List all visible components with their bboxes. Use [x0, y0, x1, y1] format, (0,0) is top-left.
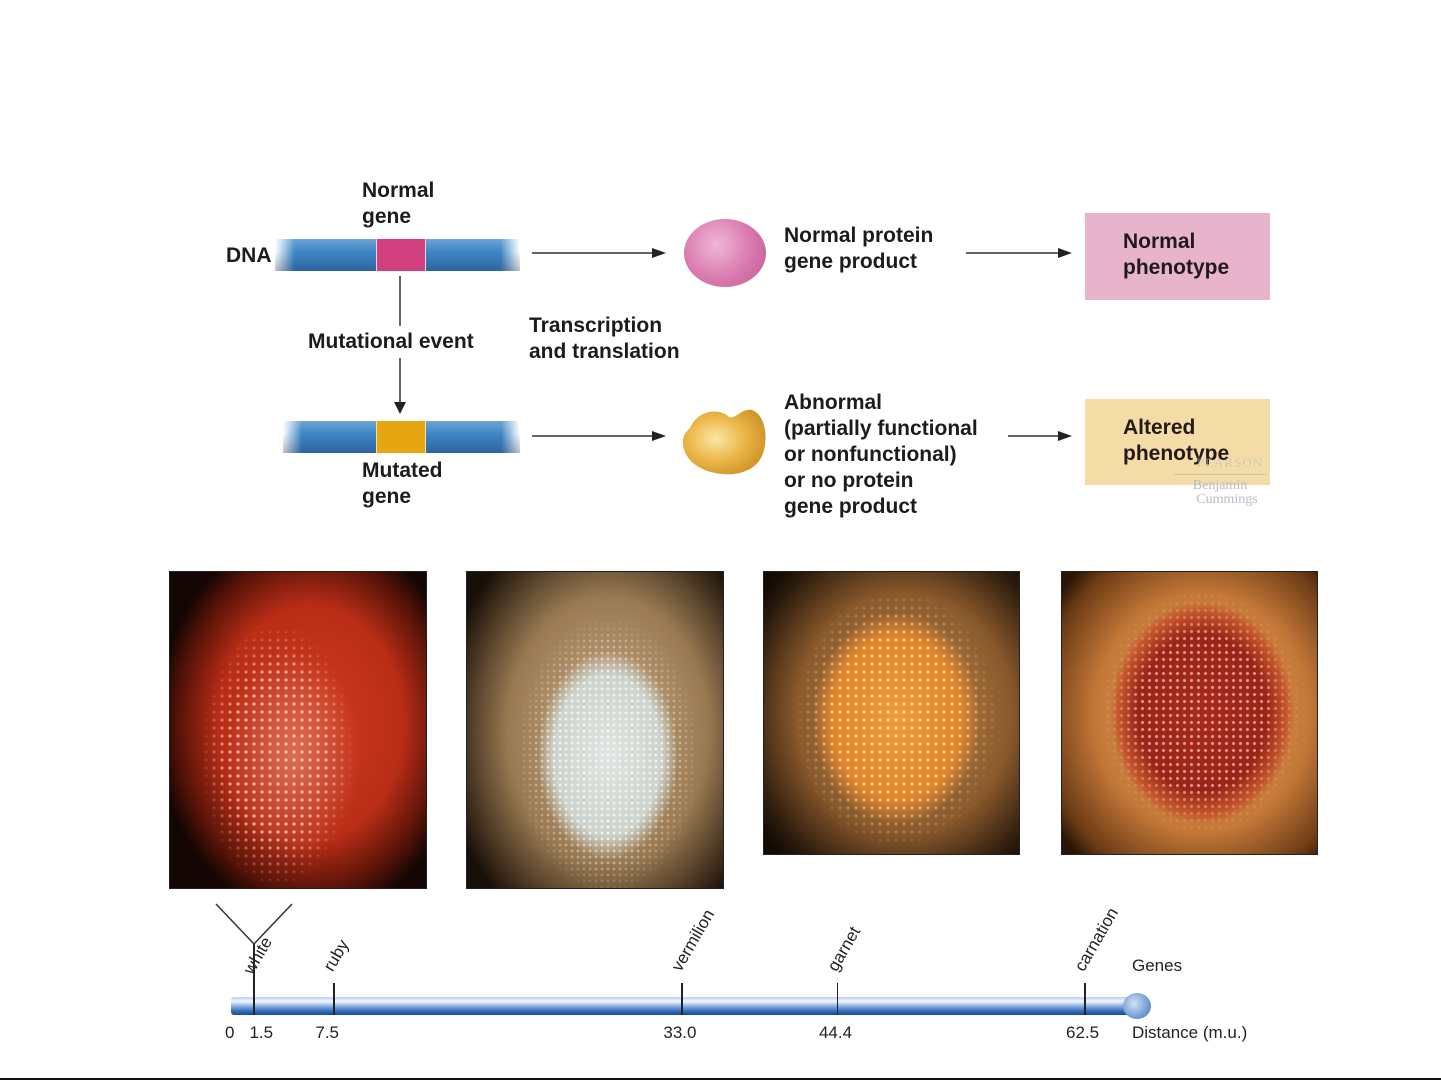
- slide-bottom-border: [0, 1078, 1441, 1080]
- abnormal-protein-label: Abnormal (partially functional or nonfun…: [784, 390, 978, 520]
- distance-label-ruby: 7.5: [315, 1023, 339, 1042]
- gene-tick-garnet: [836, 983, 839, 1015]
- distance-label-vermilion: 33.0: [663, 1023, 697, 1042]
- arrow-to-normal-protein: [532, 248, 666, 258]
- mutated-gene-segment: [376, 421, 426, 453]
- eye-photo-white: [466, 571, 724, 889]
- normal-gene-segment: [376, 239, 426, 271]
- publisher-watermark: PEARSON Benjamin Cummings: [1170, 456, 1270, 507]
- normal-protein-icon: [684, 219, 766, 287]
- abnormal-protein-label-line3: or nonfunctional): [784, 443, 957, 466]
- watermark-line3: Cummings: [1196, 492, 1258, 507]
- normal-gene-label: Normal gene: [362, 178, 434, 230]
- normal-phenotype-label-line1: Normal: [1123, 230, 1196, 253]
- normal-gene-label-line1: Normal: [362, 179, 435, 202]
- altered-phenotype-box: Altered phenotype: [1085, 399, 1270, 485]
- y-branch-connector: [215, 903, 293, 945]
- dna-label: DNA: [226, 244, 272, 267]
- transcription-label-line1: Transcription: [529, 314, 663, 337]
- distance-label-carnation: 62.5: [1066, 1023, 1100, 1042]
- arrow-to-normal-phenotype: [966, 248, 1072, 258]
- mutational-arrow: [394, 276, 406, 414]
- abnormal-protein-label-line4: or no protein: [784, 469, 914, 492]
- normal-protein-label-line2: gene product: [784, 250, 918, 273]
- normal-gene-label-line2: gene: [362, 205, 412, 228]
- chromosome-bar: [231, 997, 1131, 1015]
- abnormal-protein-label-line5: gene product: [784, 495, 918, 518]
- normal-phenotype-box: Normal phenotype: [1085, 213, 1270, 300]
- chromosome-end-knob: [1123, 993, 1151, 1019]
- gene-label-carnation: carnation: [1070, 904, 1123, 975]
- mutated-gene-label-line2: gene: [362, 485, 412, 508]
- gene-tick-carnation: [1084, 983, 1086, 1015]
- altered-phenotype-label-line2: phenotype: [1123, 442, 1230, 465]
- genes-axis-label: Genes: [1132, 956, 1183, 975]
- abnormal-protein-label-line1: Abnormal: [784, 391, 883, 414]
- gene-tick-ruby: [333, 983, 335, 1015]
- gene-label-garnet: garnet: [823, 923, 865, 975]
- normal-dna-bar: [275, 239, 520, 271]
- transcription-label-line2: and translation: [529, 340, 680, 363]
- distance-axis-label: Distance (m.u.): [1132, 1023, 1248, 1042]
- watermark-line1: PEARSON: [1196, 455, 1264, 470]
- mutated-gene-label-line1: Mutated: [362, 459, 443, 482]
- arrow-to-altered-phenotype: [1008, 431, 1072, 441]
- distance-label-garnet: 44.4: [818, 1023, 853, 1042]
- mutated-gene-label: Mutated gene: [362, 458, 443, 510]
- altered-phenotype-label: Altered phenotype: [1123, 415, 1229, 467]
- watermark-line2: Benjamin: [1192, 478, 1248, 493]
- eye-photo-red: [169, 571, 427, 889]
- origin-label: 0: [225, 1023, 235, 1042]
- gene-tick-vermilion: [681, 983, 683, 1015]
- gene-label-ruby: ruby: [320, 936, 354, 975]
- transcription-label: Transcription and translation: [529, 313, 680, 365]
- distance-label-white: 1.5: [249, 1023, 274, 1042]
- eye-photo-dark-red: [1061, 571, 1318, 855]
- abnormal-protein-icon: [682, 409, 766, 475]
- eye-photo-orange: [763, 571, 1020, 855]
- gene-label-vermilion: vermilion: [668, 906, 719, 975]
- altered-phenotype-label-line1: Altered: [1123, 416, 1196, 439]
- normal-phenotype-label: Normal phenotype: [1123, 229, 1229, 281]
- mutational-event-label: Mutational event: [308, 330, 474, 353]
- normal-protein-label-line1: Normal protein: [784, 224, 934, 247]
- arrow-to-abnormal-protein: [532, 431, 666, 441]
- gene-tick-white: [253, 944, 255, 1015]
- mutated-dna-bar: [283, 421, 520, 453]
- abnormal-protein-label-line2: (partially functional: [784, 417, 978, 440]
- normal-protein-label: Normal protein gene product: [784, 223, 933, 275]
- normal-phenotype-label-line2: phenotype: [1123, 256, 1230, 279]
